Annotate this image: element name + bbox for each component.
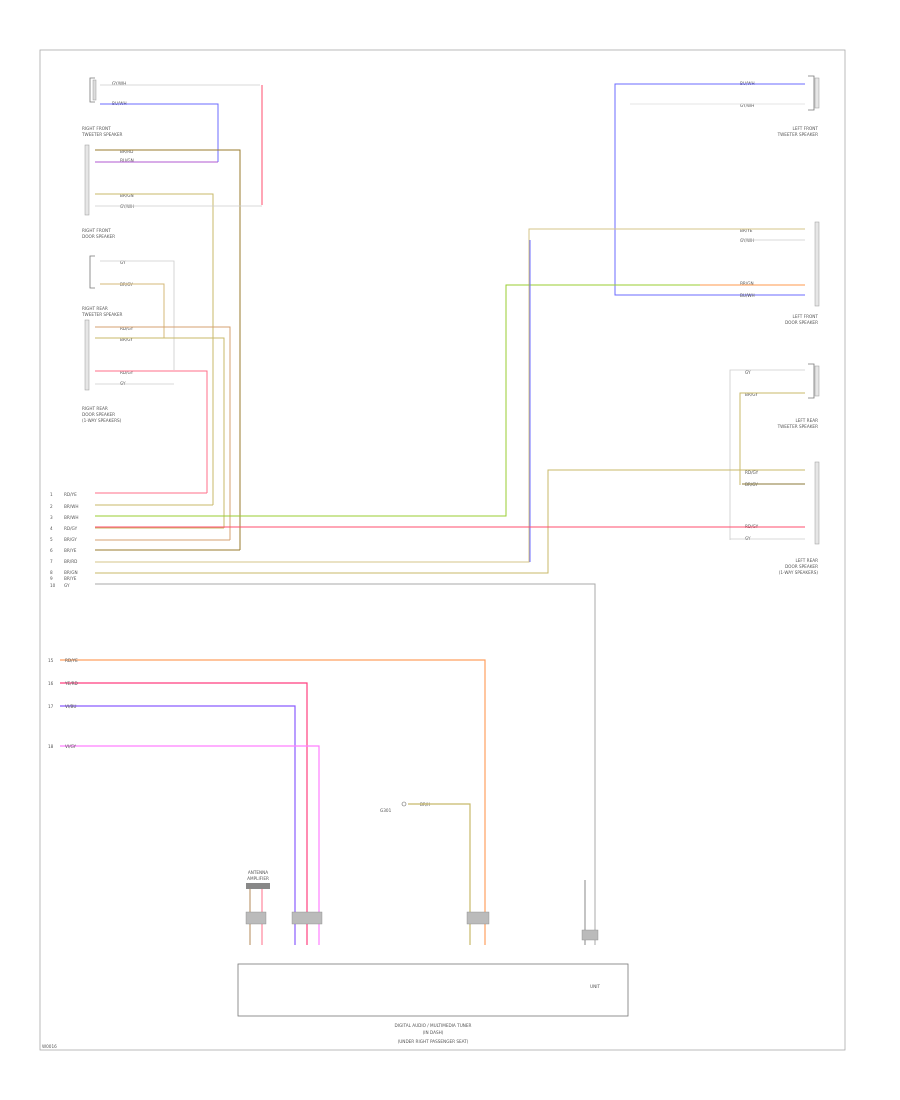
- receiver-label-3: (UNDER RIGHT PASSENGER SEAT): [398, 1039, 469, 1044]
- harness-pin-2: 2: [50, 504, 53, 509]
- harness-wire-7: BR/RD: [64, 559, 77, 564]
- left-front-door-speaker: BR/YE GY/WH BR/GN BU/WH LEFT FRONT DOOR …: [740, 221, 820, 325]
- lr-tweeter-label-2: TWEETER SPEAKER: [777, 424, 819, 429]
- lr-tweeter-wire-1: GY: [745, 370, 751, 375]
- rf-tweeter-wire-1: GY/WH: [112, 81, 126, 86]
- left-rear-door-speaker: RD/GY BR/GY RD/GY GY LEFT REAR DOOR SPEA…: [745, 461, 820, 575]
- antenna-amplifier: ANTENNA AMPLIFIER: [246, 870, 270, 945]
- lf-door-wire-4: BU/WH: [740, 293, 755, 298]
- right-rear-tweeter: GY BR/GY RIGHT REAR TWEETER SPEAKER: [81, 255, 133, 317]
- harness-wire-3: BR/WH: [64, 515, 78, 520]
- rf-door-wire-2: BU/GN: [120, 158, 134, 163]
- rr-door-label-3: (1-WAY SPEAKERS): [82, 418, 122, 423]
- power-wire-4: VI/GY: [65, 744, 77, 749]
- power-wires: RD/YE YE/RD VI/BU VI/GY 15 16 17 18: [48, 658, 486, 945]
- harness-pin-6: 6: [50, 548, 53, 553]
- lf-tweeter-wire-2: GY/WH: [740, 103, 754, 108]
- harness-wire-5: BR/GY: [64, 537, 77, 542]
- harness-wire-8: BR/GN: [64, 570, 78, 575]
- lf-door-wire-1: BR/YE: [740, 228, 753, 233]
- rr-door-wire-2: BR/GY: [120, 337, 133, 342]
- lf-door-wire-3: BR/GN: [740, 281, 754, 286]
- right-rear-door-speaker: RD/GY BR/GY RD/GY GY RIGHT REAR DOOR SPE…: [82, 319, 134, 423]
- rr-door-wire-3: RD/GY: [120, 370, 134, 375]
- speaker-harness: RD/YE BR/WH BR/WH RD/GY BR/GY BR/YE BR/R…: [50, 492, 596, 945]
- power-pin-16: 16: [48, 681, 54, 686]
- harness-pin-10: 10: [50, 583, 56, 588]
- receiver-unit-tag: UNIT: [590, 984, 600, 989]
- rf-door-wire-3: BR/GN: [120, 193, 134, 198]
- receiver-label-1: DIGITAL AUDIO / MULTIMEDIA TUNER: [395, 1023, 472, 1028]
- antenna-label-1: ANTENNA: [248, 870, 268, 875]
- lr-tweeter-wire-2: BR/GY: [745, 392, 758, 397]
- power-wire-3: VI/BU: [65, 704, 76, 709]
- harness-wire-9: BR/YE: [64, 576, 77, 581]
- rr-tweeter-label-2: TWEETER SPEAKER: [81, 312, 123, 317]
- connector-stubs: [245, 880, 599, 945]
- rr-door-label-2: DOOR SPEAKER: [82, 412, 115, 417]
- lr-door-wire-1: RD/GY: [745, 470, 759, 475]
- lr-tweeter-label-1: LEFT REAR: [795, 418, 818, 423]
- diagram-frame: [39, 49, 846, 1051]
- receiver-unit: UNIT DIGITAL AUDIO / MULTIMEDIA TUNER (I…: [237, 963, 629, 1044]
- lf-tweeter-label-1: LEFT FRONT: [792, 126, 818, 131]
- ground-label: G301: [380, 808, 392, 813]
- lr-door-label-2: DOOR SPEAKER: [785, 564, 818, 569]
- power-pin-15: 15: [48, 658, 54, 663]
- footer-code: W0016: [42, 1044, 57, 1049]
- harness-pin-9: 9: [50, 576, 53, 581]
- rr-door-wire-1: RD/GY: [120, 326, 134, 331]
- harness-pin-3: 3: [50, 515, 53, 520]
- left-front-tweeter: BU/WH GY/WH LEFT FRONT TWEETER SPEAKER: [740, 75, 820, 137]
- rf-tweeter-label-2: TWEETER SPEAKER: [81, 132, 123, 137]
- rf-door-label-1: RIGHT FRONT: [82, 228, 111, 233]
- rr-door-wire-4: GY: [120, 381, 126, 386]
- lr-door-wire-4: GY: [745, 536, 751, 541]
- harness-pin-1: 1: [50, 492, 53, 497]
- rf-door-wire-1: BR/RD: [120, 149, 133, 154]
- rf-door-label-2: DOOR SPEAKER: [82, 234, 115, 239]
- right-front-door-speaker: BR/RD BU/GN BR/GN GY/WH RIGHT FRONT DOOR…: [82, 144, 134, 239]
- rr-tweeter-wire-1: GY: [120, 260, 126, 265]
- rr-door-label-1: RIGHT REAR: [82, 406, 108, 411]
- harness-pin-4: 4: [50, 526, 53, 531]
- harness-wire-6: BR/YE: [64, 548, 77, 553]
- rf-door-wire-4: GY/WH: [120, 204, 134, 209]
- power-wire-1: RD/YE: [65, 658, 78, 663]
- lf-door-wire-2: GY/WH: [740, 238, 754, 243]
- lr-door-label-3: (1-WAY SPEAKERS): [779, 570, 819, 575]
- lf-tweeter-label-2: TWEETER SPEAKER: [777, 132, 819, 137]
- lf-door-label-2: DOOR SPEAKER: [785, 320, 818, 325]
- harness-wire-4: RD/GY: [64, 526, 78, 531]
- harness-wire-1: RD/YE: [64, 492, 77, 497]
- harness-pin-7: 7: [50, 559, 53, 564]
- power-wire-2: YE/RD: [64, 681, 78, 686]
- rr-tweeter-label-1: RIGHT REAR: [82, 306, 108, 311]
- lr-door-label-1: LEFT REAR: [795, 558, 818, 563]
- power-pin-18: 18: [48, 744, 54, 749]
- rf-tweeter-label-1: RIGHT FRONT: [82, 126, 111, 131]
- right-front-tweeter: GY/WH BU/WH RIGHT FRONT TWEETER SPEAKER: [81, 77, 127, 137]
- antenna-label-2: AMPLIFIER: [247, 876, 269, 881]
- harness-wire-2: BR/WH: [64, 504, 78, 509]
- left-rear-tweeter: GY BR/GY LEFT REAR TWEETER SPEAKER: [745, 363, 820, 429]
- lf-door-label-1: LEFT FRONT: [792, 314, 818, 319]
- ground-g301: G301 BR/H: [380, 801, 471, 945]
- receiver-label-2: (IN DASH): [423, 1030, 444, 1035]
- harness-wire-10: GY: [64, 583, 70, 588]
- harness-pin-8: 8: [50, 570, 53, 575]
- harness-pin-5: 5: [50, 537, 53, 542]
- power-pin-17: 17: [48, 704, 54, 709]
